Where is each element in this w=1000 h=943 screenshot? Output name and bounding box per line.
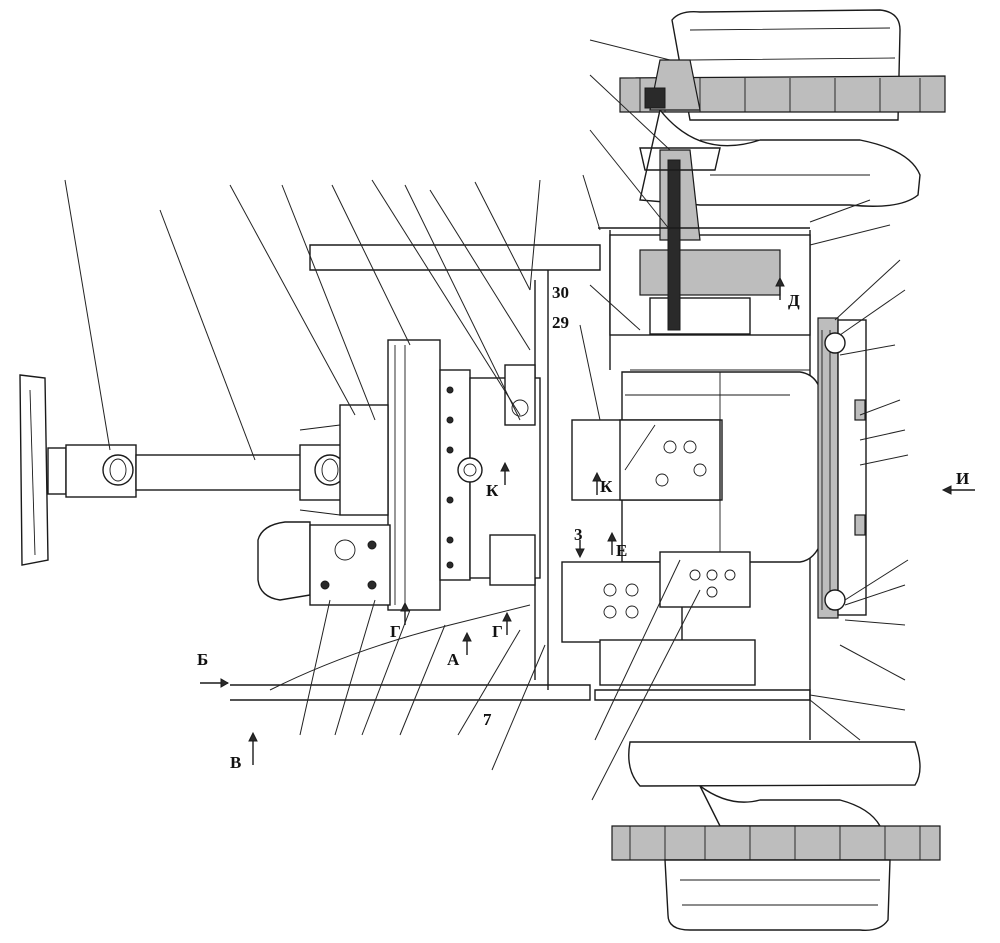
hydraulic-block-lower (561, 551, 756, 686)
top-drive-wheel (619, 9, 946, 207)
callout-labels: 30 29 3 7 К К Е Д И Б В А Г Г (197, 283, 969, 772)
intermediate-housing (457, 364, 541, 586)
label-e: Е (616, 541, 627, 560)
drive-flange (19, 374, 67, 566)
label-v: В (230, 753, 241, 772)
label-29: 29 (552, 313, 569, 332)
label-i: И (956, 469, 969, 488)
label-b: Б (197, 650, 208, 669)
label-k-left: К (486, 481, 499, 500)
bottom-drive-wheel (611, 741, 941, 931)
cardan-shaft (65, 404, 389, 516)
label-7: 7 (483, 710, 492, 729)
label-k-right: К (600, 477, 613, 496)
clutch-housing (387, 339, 471, 611)
leader-lines (64, 39, 909, 801)
label-g-right: Г (492, 622, 503, 641)
label-30: 30 (552, 283, 569, 302)
right-brake-assembly (817, 317, 867, 619)
pump-unit (257, 521, 391, 606)
label-3: 3 (574, 525, 583, 544)
bottom-sprocket-teeth (629, 826, 921, 860)
label-d: Д (788, 291, 800, 310)
section-arrows (200, 276, 975, 765)
label-g-left: Г (390, 622, 401, 641)
label-a: А (447, 650, 460, 669)
control-block-29 (571, 419, 723, 501)
